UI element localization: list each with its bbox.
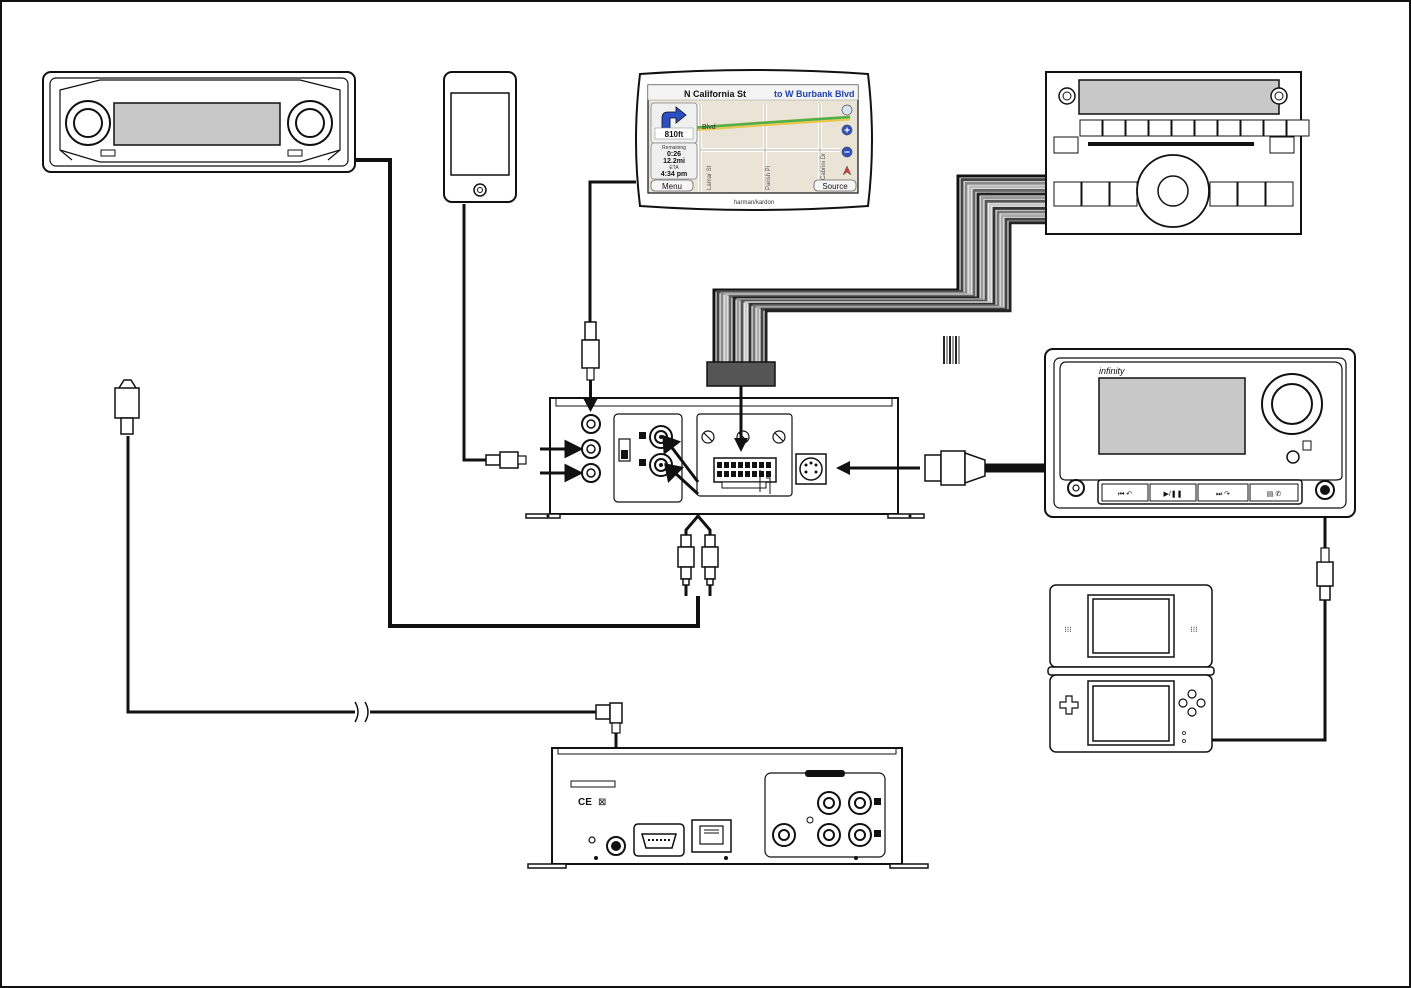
mini-din-port[interactable] <box>796 454 826 484</box>
nav-aux-plug <box>582 322 599 412</box>
remaining-distance: 12.2mi <box>663 158 685 165</box>
interface-module <box>526 398 924 518</box>
harness-socket-pin <box>759 462 764 468</box>
harness-socket-pin <box>724 462 729 468</box>
harness-socket-pin <box>752 462 757 468</box>
eta-time: 4:34 pm <box>661 171 687 178</box>
navigation-device: N California St to W Burbank Blvd Blvd L… <box>636 70 872 210</box>
radio-preset-button[interactable] <box>1238 182 1265 206</box>
speaker-right: ⁝⁝⁝ <box>1190 625 1198 634</box>
dock-aux-jack[interactable] <box>607 837 625 855</box>
ce-mark: CE <box>578 797 592 808</box>
player-screen <box>451 93 509 175</box>
weee-icon: ⊠ <box>598 797 606 808</box>
harness-socket-pin <box>766 471 771 477</box>
sat-radio-buttons: ⏮ ↶ ▶/❚❚ ⏭ ↷ ▤ ✆ <box>1102 484 1298 501</box>
nav-street-from: N California St <box>684 89 746 99</box>
radio-preset-button[interactable] <box>1218 120 1240 136</box>
turn-distance: 810ft <box>665 130 684 139</box>
nav-source-label: Source <box>822 182 848 191</box>
radio-preset-button[interactable] <box>1266 182 1293 206</box>
dock-rca-2[interactable] <box>849 792 871 814</box>
harness-socket-pin <box>752 471 757 477</box>
home-button <box>474 184 486 196</box>
radio-preset-button[interactable] <box>1149 120 1171 136</box>
dock-interface-box: CE ⊠ <box>528 748 928 868</box>
power-button[interactable] <box>1068 480 1084 496</box>
harness-socket-pin <box>731 471 736 477</box>
map-cross-street-3: Cabrini Dr <box>821 153 827 180</box>
volume-icon[interactable] <box>842 105 852 115</box>
nav-street-to: to W Burbank Blvd <box>774 89 855 99</box>
hinge <box>1048 667 1214 675</box>
radio-brand: infinity <box>1099 366 1125 376</box>
dock-rca-4[interactable] <box>818 824 840 846</box>
dock-rca-3[interactable] <box>773 824 795 846</box>
head-unit-display <box>114 103 280 145</box>
next-icon: ⏭ ↷ <box>1216 491 1230 498</box>
harness-socket-pin <box>724 471 729 477</box>
dock-rca-1[interactable] <box>818 792 840 814</box>
harness-socket-pin <box>717 462 722 468</box>
handheld-game-console: ⁝⁝⁝ ⁝⁝⁝ <box>1048 585 1214 752</box>
radio-preset-button[interactable] <box>1054 182 1081 206</box>
harness-socket-pin <box>745 462 750 468</box>
map-cross-street-1: Lamar St <box>707 165 713 190</box>
radio-preset-button[interactable] <box>1241 120 1263 136</box>
radio-preset-button[interactable] <box>1080 120 1102 136</box>
radio-preset-button[interactable] <box>1172 120 1194 136</box>
harness-socket-pin <box>717 471 722 477</box>
label-strip <box>571 781 615 787</box>
portable-media-player <box>444 72 516 202</box>
radio-display <box>1079 80 1279 114</box>
dock-rca-5[interactable] <box>849 824 871 846</box>
harness-socket-pin <box>738 471 743 477</box>
sat-radio-display <box>1099 378 1245 454</box>
radio-preset-button[interactable] <box>1126 120 1148 136</box>
radio-preset-button[interactable] <box>1103 120 1125 136</box>
radio-preset-button[interactable] <box>1082 182 1109 206</box>
map-cross-street-2: Parish Pl <box>766 166 772 190</box>
top-screen <box>1093 599 1169 653</box>
radio-preset-button[interactable] <box>1110 182 1137 206</box>
harness-socket-pin <box>766 462 771 468</box>
phone-icon: ▤ ✆ <box>1267 490 1282 498</box>
speaker-left: ⁝⁝⁝ <box>1064 625 1072 634</box>
radio-preset-button[interactable] <box>1195 120 1217 136</box>
nav-menu-label: Menu <box>662 182 682 191</box>
car-stereo-head-unit <box>43 72 355 172</box>
harness-socket-pin <box>745 471 750 477</box>
dock-network-port[interactable] <box>692 820 731 852</box>
play-pause-icon: ▶/❚❚ <box>1163 490 1182 498</box>
map-street-label: Blvd <box>702 124 716 131</box>
aux-jack-nav[interactable] <box>582 415 600 433</box>
satellite-radio-receiver: infinity ⏮ ↶ ▶/❚❚ ⏭ ↷ ▤ ✆ <box>1045 349 1355 517</box>
dock-usb-port[interactable] <box>634 824 684 856</box>
radio-preset-button[interactable] <box>1287 120 1309 136</box>
aux-jack-three[interactable] <box>582 464 600 482</box>
factory-radio <box>1046 72 1309 234</box>
aux-jack-player[interactable] <box>582 440 600 458</box>
touch-screen <box>1093 686 1169 741</box>
harness-socket-pin <box>731 462 736 468</box>
nav-brand: harman/kardon <box>734 200 774 206</box>
radio-preset-button[interactable] <box>1264 120 1286 136</box>
radio-preset-button[interactable] <box>1210 182 1237 206</box>
remaining-time: 0:26 <box>667 151 681 158</box>
harness-socket-pin <box>738 462 743 468</box>
prev-icon: ⏮ ↶ <box>1118 491 1132 498</box>
